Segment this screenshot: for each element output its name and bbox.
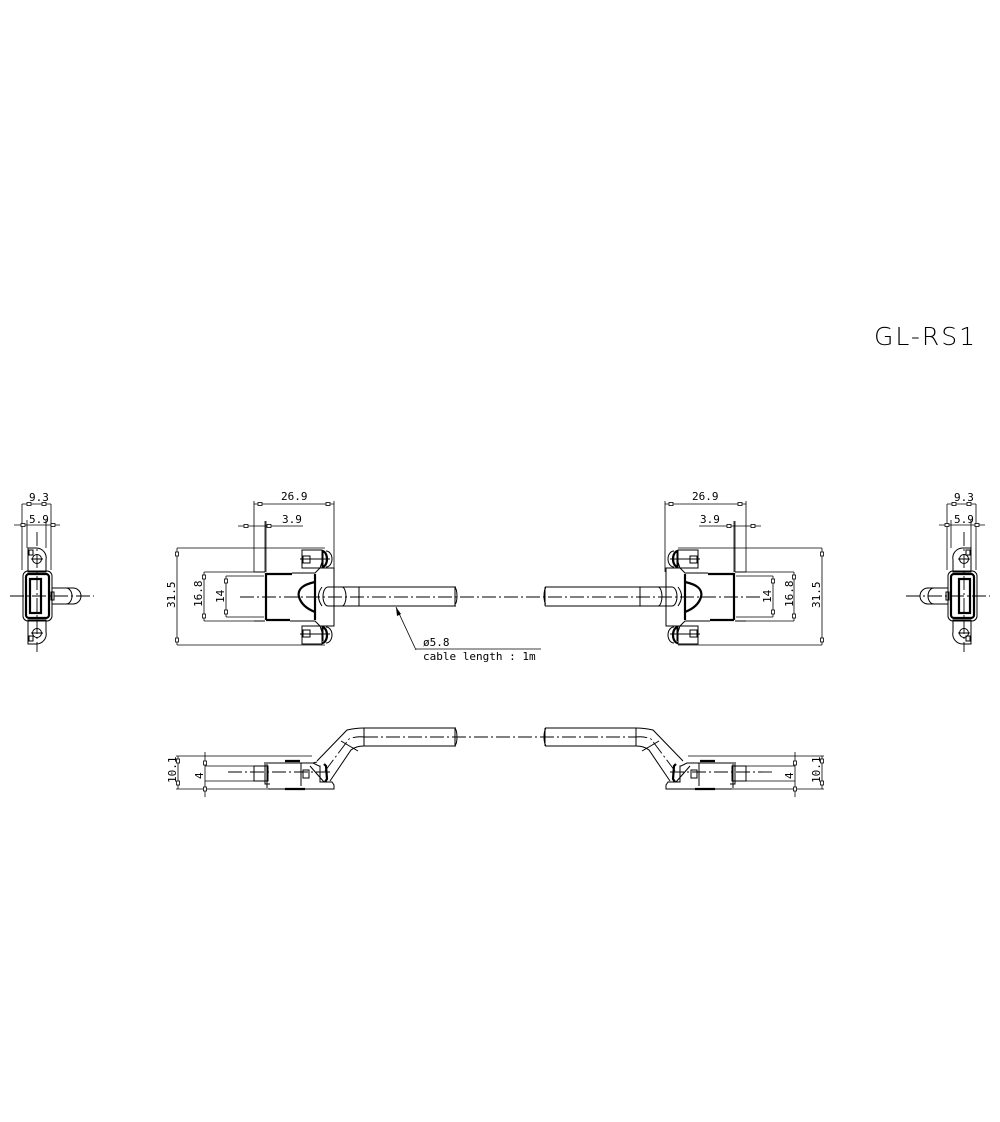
right-end-view: 9.3 5.9 — [906, 491, 990, 652]
cable-diameter-label: ø5.8 — [423, 636, 450, 649]
side-view-right: 10.1 4 — [543, 727, 824, 797]
dim-height-outer-left: 31.5 — [165, 582, 178, 609]
cable-length-label: cable length : 1m — [423, 650, 536, 663]
dim-length-right: 26.9 — [692, 490, 719, 503]
dim-side-height-inner-right: 4 — [783, 772, 796, 779]
dim-height-mid-left: 16.8 — [192, 581, 205, 608]
dim-end-width-inner-left: 5.9 — [29, 513, 49, 526]
left-end-view: 9.3 5.9 — [10, 491, 94, 652]
dim-side-height-outer-right: 10.1 — [810, 757, 823, 784]
side-view-left: 10.1 4 — [166, 727, 458, 797]
dim-height-inner-right: 14 — [761, 589, 774, 603]
top-view-left-connector: 26.9 3.9 31.5 16.8 14 — [165, 490, 458, 646]
cable-callout: ø5.8 cable length : 1m — [395, 606, 541, 663]
part-number-title: GL-RS1 — [874, 322, 977, 351]
dim-side-height-inner-left: 4 — [193, 772, 206, 779]
dim-end-width-outer-left: 9.3 — [29, 491, 49, 504]
dim-end-width-inner-right: 5.9 — [954, 513, 974, 526]
dim-end-width-outer-right: 9.3 — [954, 491, 974, 504]
dim-offset-right: 3.9 — [700, 513, 720, 526]
dim-offset-left: 3.9 — [282, 513, 302, 526]
dim-height-inner-left: 14 — [214, 589, 227, 603]
dim-height-mid-right: 16.8 — [783, 581, 796, 608]
top-view-right-connector: 26.9 3.9 31.5 16.8 14 — [543, 490, 824, 646]
dim-length-left: 26.9 — [281, 490, 308, 503]
dim-height-outer-right: 31.5 — [810, 582, 823, 609]
dim-side-height-outer-left: 10.1 — [166, 757, 179, 784]
